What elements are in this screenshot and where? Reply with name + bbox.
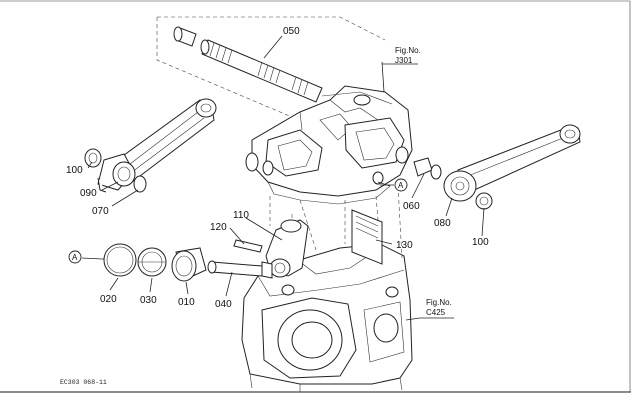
drawing-code: EC303 068-11 bbox=[60, 379, 107, 386]
figref-c425-line2: C425 bbox=[426, 308, 446, 317]
callout-040: 040 bbox=[215, 299, 232, 310]
collar-100-left bbox=[84, 148, 102, 168]
marker-a-left-leader bbox=[81, 257, 103, 260]
backup-ring-030 bbox=[137, 247, 167, 277]
oring-020 bbox=[103, 243, 137, 277]
pin-120 bbox=[233, 239, 263, 253]
bushing-060 bbox=[413, 157, 442, 180]
callout-050: 050 bbox=[283, 26, 300, 37]
shaft-assembly-box bbox=[156, 16, 386, 129]
callout-100-left: 100 bbox=[66, 165, 83, 176]
piston-rod-040 bbox=[207, 260, 273, 279]
callout-130: 130 bbox=[396, 240, 413, 251]
callout-070: 070 bbox=[92, 206, 109, 217]
callout-010: 010 bbox=[178, 297, 195, 308]
figref-c425-line1: Fig.No. bbox=[426, 298, 452, 307]
marker-a-right: A bbox=[380, 178, 408, 192]
callout-090: 090 bbox=[80, 188, 97, 199]
figref-j301-line2: J301 bbox=[395, 56, 413, 65]
callout-030: 030 bbox=[140, 295, 157, 306]
collar-100-right bbox=[475, 192, 493, 210]
leader-lines bbox=[87, 35, 485, 321]
snap-ring-070 bbox=[133, 175, 147, 193]
cylinder-010 bbox=[171, 247, 207, 282]
lift-arm-left bbox=[97, 98, 217, 193]
callout-100-right: 100 bbox=[472, 237, 489, 248]
callout-060: 060 bbox=[403, 201, 420, 212]
figref-j301-line1: Fig.No. bbox=[395, 46, 421, 55]
marker-a-left: A bbox=[68, 250, 82, 264]
marker-a-right-label: A bbox=[398, 181, 404, 190]
callout-110: 110 bbox=[233, 210, 249, 221]
lift-arm-right bbox=[443, 124, 581, 202]
plate-130 bbox=[351, 209, 383, 265]
marker-a-left-label: A bbox=[72, 253, 78, 262]
lift-cylinder-arm-110 bbox=[265, 219, 309, 278]
callout-080: 080 bbox=[434, 218, 451, 229]
hydraulic-housing bbox=[245, 85, 413, 205]
transmission-case bbox=[241, 243, 413, 392]
callout-120: 120 bbox=[210, 222, 227, 233]
shaft-050 bbox=[173, 26, 323, 103]
callout-020: 020 bbox=[100, 294, 117, 305]
